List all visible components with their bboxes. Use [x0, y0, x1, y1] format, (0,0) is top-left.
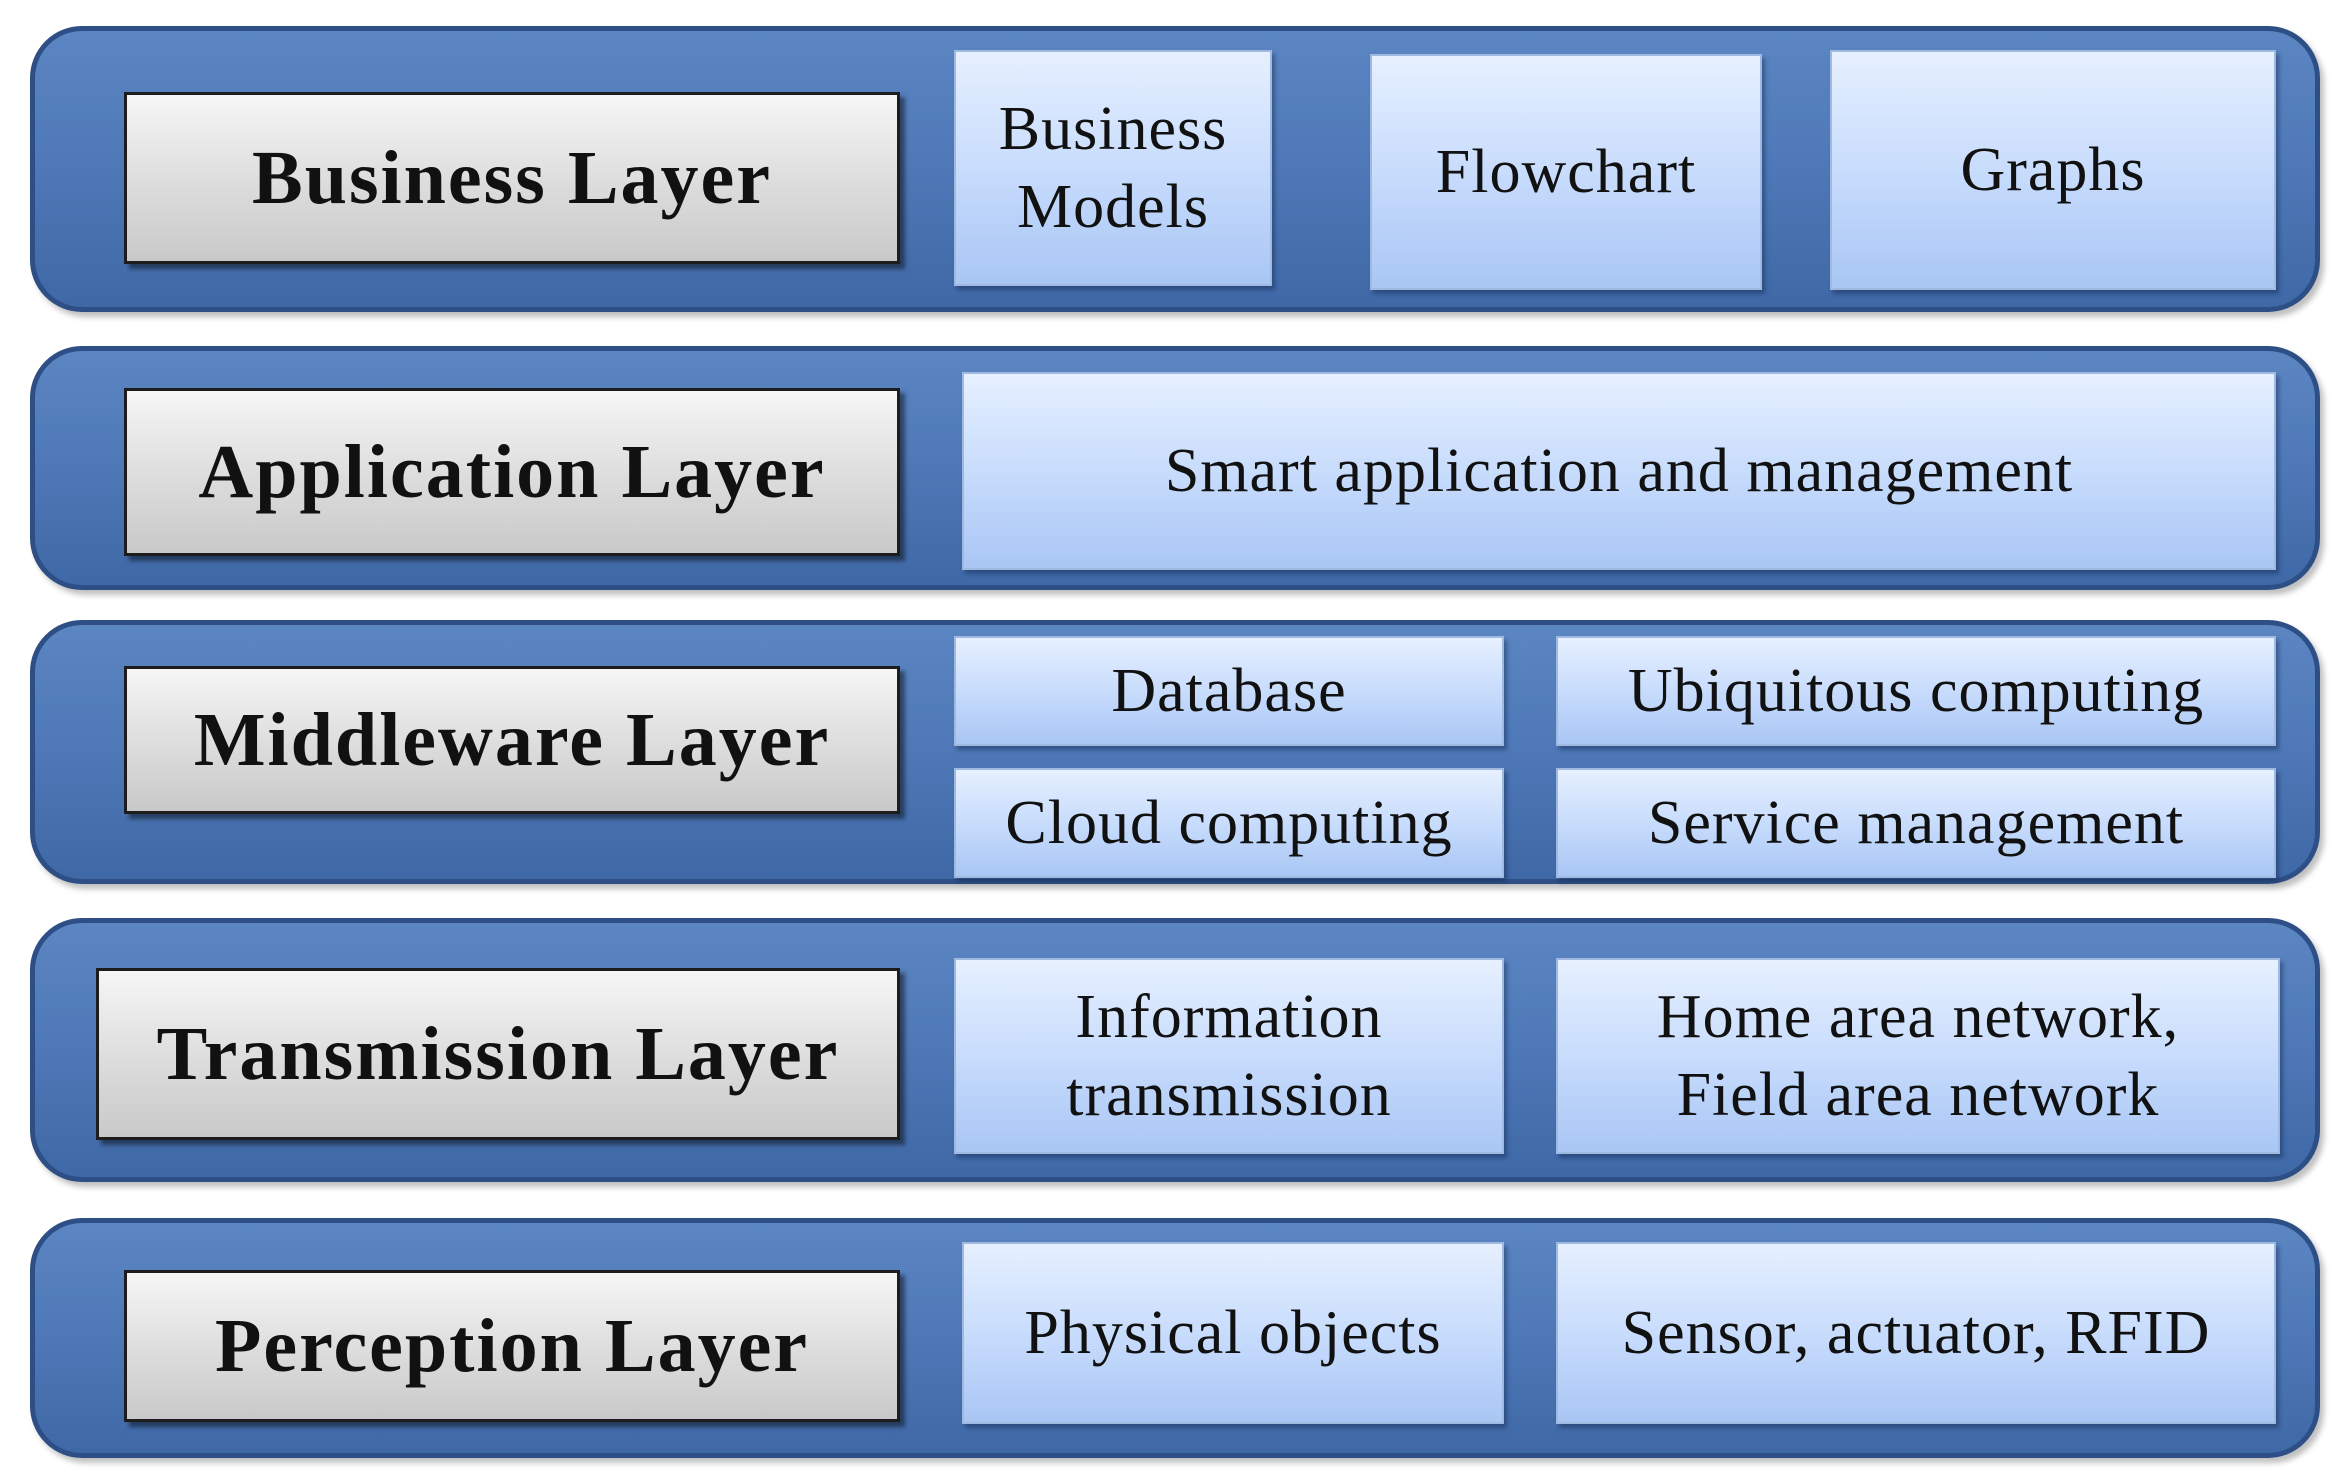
ubiquitous-computing-cell: Ubiquitous computing: [1556, 636, 2276, 746]
database-cell: Database: [954, 636, 1504, 746]
flowchart-cell: Flowchart: [1370, 54, 1762, 290]
transmission-layer-label: Transmission Layer: [96, 968, 900, 1140]
cloud-computing-cell: Cloud computing: [954, 768, 1504, 878]
information-transmission-cell: Information transmission: [954, 958, 1504, 1154]
perception-layer-label: Perception Layer: [124, 1270, 900, 1422]
application-layer-label: Application Layer: [124, 388, 900, 556]
smart-application-cell: Smart application and management: [962, 372, 2276, 570]
middleware-layer-label: Middleware Layer: [124, 666, 900, 814]
physical-objects-cell: Physical objects: [962, 1242, 1504, 1424]
graphs-cell: Graphs: [1830, 50, 2276, 290]
business-layer-label: Business Layer: [124, 92, 900, 264]
area-network-cell: Home area network, Field area network: [1556, 958, 2280, 1154]
business-models-cell: Business Models: [954, 50, 1272, 286]
service-management-cell: Service management: [1556, 768, 2276, 878]
sensor-actuator-rfid-cell: Sensor, actuator, RFID: [1556, 1242, 2276, 1424]
